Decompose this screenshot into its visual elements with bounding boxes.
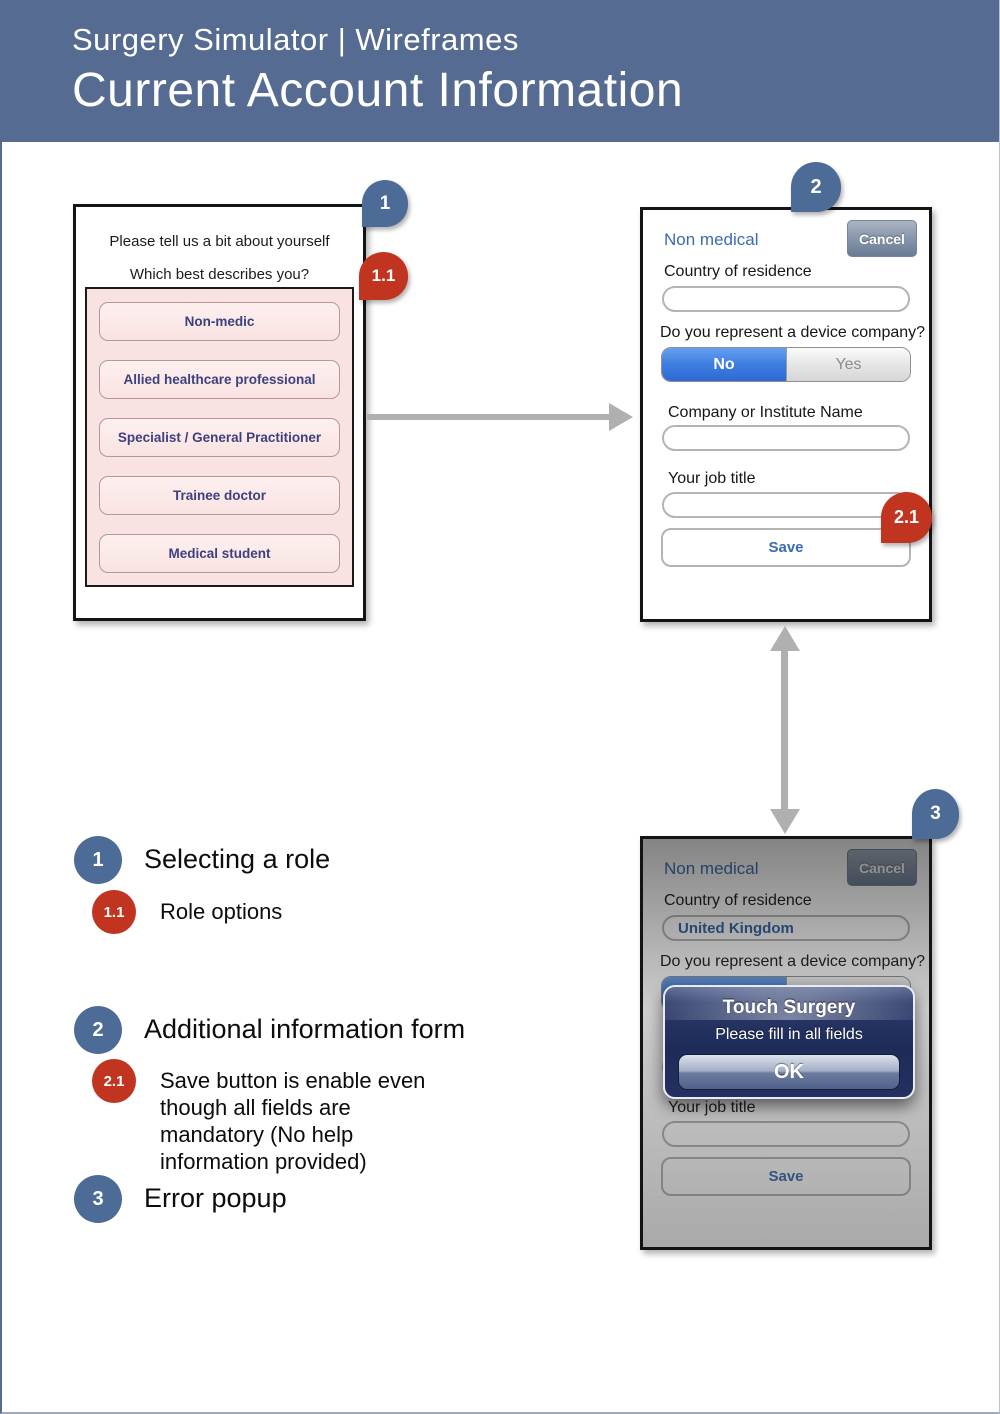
alert-message: Please fill in all fields	[715, 1026, 863, 1043]
device-company-toggle: No Yes	[661, 347, 911, 382]
role-options-group: Non-medic Allied healthcare professional…	[85, 287, 354, 587]
arrow-head-up-icon	[770, 626, 800, 651]
legend-badge-2-1: 2.1	[92, 1059, 136, 1103]
legend-label-3: Error popup	[144, 1183, 287, 1213]
device-company-question: Do you represent a device company?	[660, 324, 926, 341]
cancel-button[interactable]: Cancel	[847, 220, 917, 257]
legend-label-2: Additional information form	[144, 1014, 466, 1044]
screen-role-selection: Please tell us a bit about yourself Whic…	[73, 204, 366, 621]
error-alert-dialog: Touch Surgery Please fill in all fields …	[663, 985, 915, 1099]
job-title-input[interactable]	[662, 492, 910, 518]
legend-label-1: Selecting a role	[144, 844, 331, 874]
legend-item-2-1: 2.1 Save button is enable even though al…	[92, 1059, 512, 1175]
legend-label-2-1: Save button is enable even though all fi…	[160, 1068, 426, 1174]
role-option-allied-healthcare[interactable]: Allied healthcare professional	[99, 360, 340, 399]
company-input[interactable]	[662, 425, 910, 451]
toggle-no-button[interactable]: No	[662, 348, 786, 381]
alert-ok-button[interactable]: OK	[678, 1054, 900, 1090]
legend-badge-3: 3	[74, 1175, 122, 1223]
screen-additional-info: Non medical Cancel Country of residence …	[640, 207, 932, 622]
role-option-non-medic[interactable]: Non-medic	[99, 302, 340, 341]
arrow-line	[367, 414, 610, 420]
screen-error-popup: Non medical Cancel Country of residence …	[640, 836, 932, 1250]
annotation-pin-3: 3	[912, 789, 959, 839]
page-title: Current Account Information	[72, 64, 684, 117]
annotation-pin-2: 2	[791, 162, 841, 212]
alert-title: Touch Surgery	[722, 997, 856, 1018]
arrow-head-right-icon	[609, 403, 633, 431]
job-title-label: Your job title	[668, 470, 756, 487]
document-subtitle: Surgery Simulator | Wireframes	[72, 22, 519, 57]
legend-badge-2: 2	[74, 1006, 122, 1054]
legend-badge-1: 1	[74, 836, 122, 884]
save-button[interactable]: Save	[661, 528, 911, 567]
role-option-medical-student[interactable]: Medical student	[99, 534, 340, 573]
annotation-pin-1-1: 1.1	[359, 252, 408, 300]
nav-title: Non medical	[664, 230, 759, 249]
role-option-trainee-doctor[interactable]: Trainee doctor	[99, 476, 340, 515]
country-label: Country of residence	[664, 263, 812, 280]
flow-arrow-vertical	[770, 626, 800, 834]
role-screen-question: Which best describes you?	[129, 266, 310, 283]
legend-item-2: 2 Additional information form	[74, 1006, 465, 1054]
company-label: Company or Institute Name	[668, 404, 863, 421]
legend-label-1-1: Role options	[160, 899, 283, 924]
artboard: Please tell us a bit about yourself Whic…	[2, 142, 999, 1412]
document-header: Surgery Simulator | Wireframes Current A…	[2, 0, 999, 142]
legend-item-3: 3 Error popup	[74, 1175, 287, 1223]
toggle-yes-button[interactable]: Yes	[786, 348, 910, 381]
role-option-specialist-gp[interactable]: Specialist / General Practitioner	[99, 418, 340, 457]
arrow-line	[781, 648, 788, 812]
annotation-pin-1: 1	[362, 180, 408, 227]
legend-item-1: 1 Selecting a role	[74, 836, 330, 884]
country-input[interactable]	[662, 286, 910, 312]
legend-item-1-1: 1.1 Role options	[92, 890, 282, 934]
annotation-pin-2-1: 2.1	[881, 492, 932, 543]
arrow-head-down-icon	[770, 809, 800, 834]
flow-arrow-right	[367, 403, 633, 431]
role-screen-title: Please tell us a bit about yourself	[109, 233, 330, 250]
legend-badge-1-1: 1.1	[92, 890, 136, 934]
